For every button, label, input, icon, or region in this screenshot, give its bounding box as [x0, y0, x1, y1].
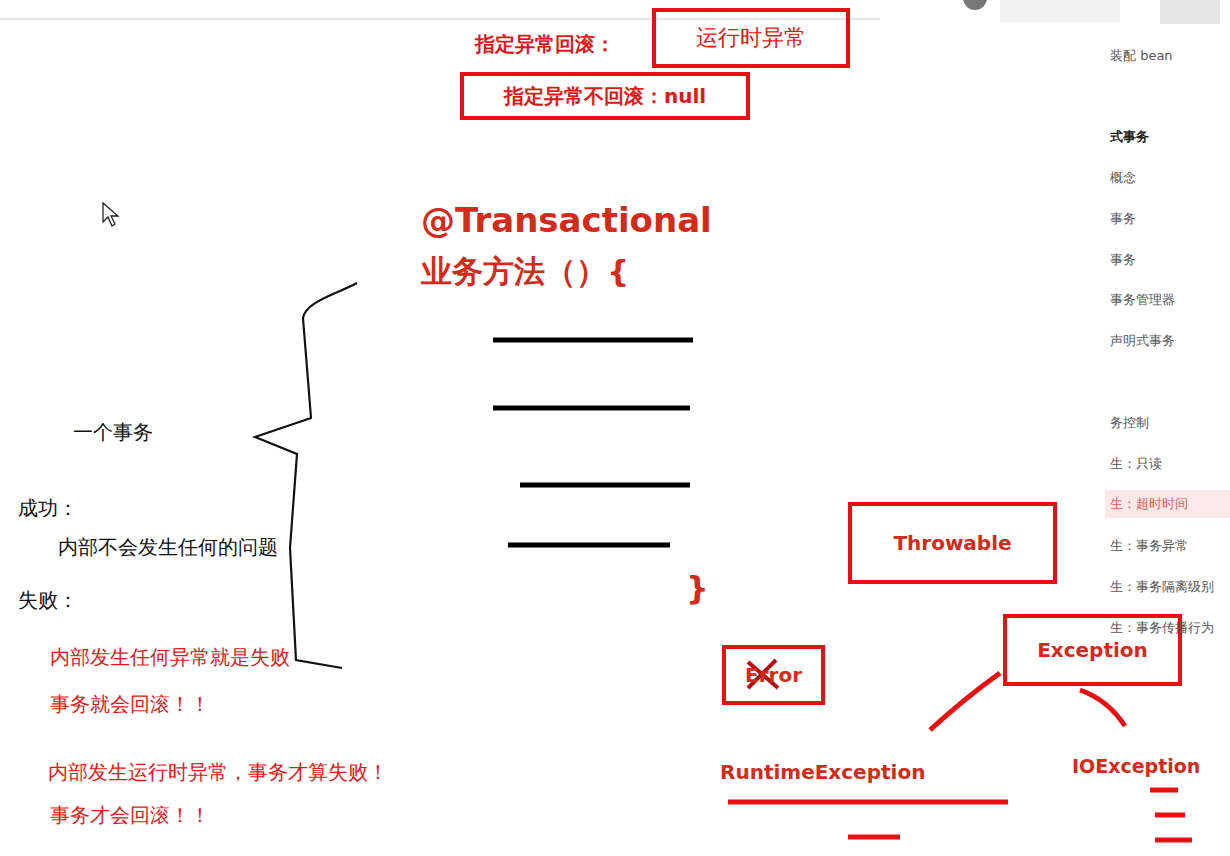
node-text: 指定异常不回滚：null [504, 84, 706, 108]
code-line [520, 483, 690, 488]
note-text: 内部发生运行时异常，事务才算失败！ [48, 760, 388, 784]
class-name: RuntimeException [720, 760, 925, 784]
menu-item: 事务 [1110, 252, 1136, 268]
menu-item: 生：事务异常 [1110, 538, 1188, 554]
menu-item: 生：事务传播行为 [1110, 620, 1214, 636]
node-text: 运行时异常 [696, 25, 806, 51]
menu-item-active: 生：超时时间 [1105, 490, 1230, 518]
underline [728, 800, 1008, 805]
menu-item: 装配 bean [1110, 48, 1173, 64]
heading-label: 指定异常回滚： [475, 32, 615, 56]
node-text: Error [745, 663, 802, 687]
class-box: Throwable [848, 502, 1057, 584]
menu-item: 概念 [1110, 170, 1136, 186]
menu-item: 事务 [1110, 211, 1136, 227]
class-name: IOException [1072, 755, 1200, 778]
note-text: 失败： [18, 588, 78, 612]
subclass-dash [1155, 838, 1192, 843]
highlight-box: 运行时异常 [652, 8, 850, 68]
menu-item: 事务管理器 [1110, 292, 1175, 308]
blurred-logo [1160, 0, 1220, 24]
node-text: 生：超时时间 [1110, 496, 1188, 512]
subclass-dash [848, 835, 900, 840]
mouse-cursor [103, 203, 118, 226]
node-text: Throwable [893, 531, 1011, 555]
hierarchy-line [930, 673, 1000, 730]
menu-item: 务控制 [1110, 415, 1149, 431]
code-line [493, 406, 690, 411]
curly-brace [255, 283, 357, 668]
note-text: 成功： [18, 496, 78, 520]
class-box: Error [722, 645, 825, 705]
top-rule [0, 18, 880, 20]
brace-label: 一个事务 [73, 420, 153, 444]
menu-item: 生：只读 [1110, 456, 1162, 472]
annotation-title: @Transactional [421, 200, 712, 241]
menu-item: 生：事务隔离级别 [1110, 579, 1214, 595]
subclass-dash [1150, 788, 1178, 793]
note-text: 事务才会回滚！！ [50, 803, 210, 827]
menu-item: 声明式事务 [1110, 333, 1175, 349]
note-text: 事务就会回滚！！ [50, 692, 210, 716]
blurred-header [1000, 0, 1120, 22]
method-signature: 业务方法（）{ [421, 253, 629, 290]
node-text: Exception [1037, 638, 1148, 662]
highlight-box: 指定异常不回滚：null [460, 72, 750, 120]
note-text: 内部发生任何异常就是失败 [50, 645, 290, 669]
menu-item: 式事务 [1110, 129, 1149, 145]
code-line [508, 543, 670, 548]
code-line [493, 338, 693, 343]
avatar [963, 0, 987, 10]
closing-brace: } [686, 569, 709, 607]
note-text: 内部不会发生任何的问题 [58, 535, 278, 559]
subclass-dash [1155, 813, 1185, 818]
hierarchy-line [1080, 690, 1125, 726]
